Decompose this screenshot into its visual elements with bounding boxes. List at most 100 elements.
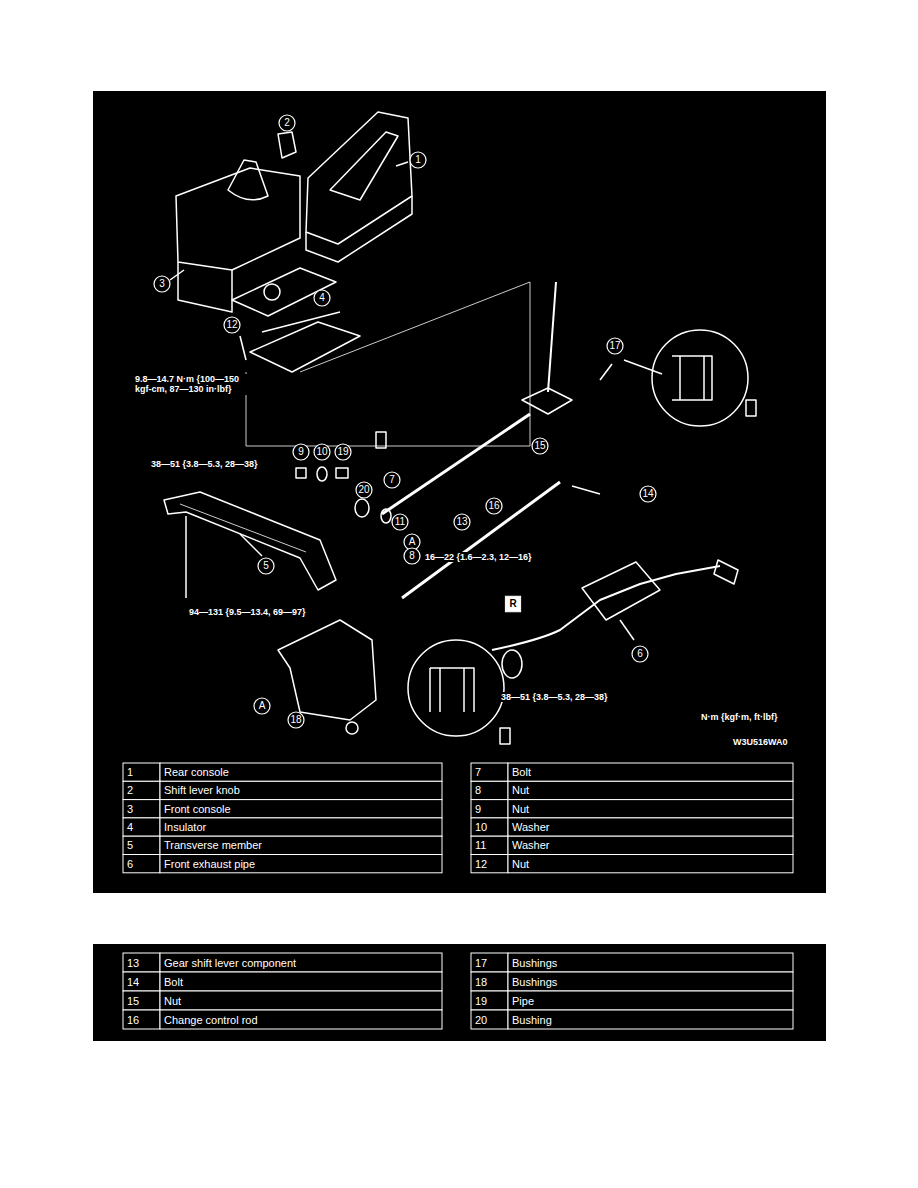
callout-circle: [314, 444, 330, 460]
leader-line: [240, 534, 262, 556]
table-cell: [471, 1010, 508, 1029]
part-name: Bushing: [512, 1013, 552, 1026]
part-name: Change control rod: [164, 1013, 258, 1026]
front-console: [176, 168, 300, 270]
callout-number: 18: [290, 714, 301, 726]
nut: [296, 468, 306, 478]
insulator: [232, 268, 336, 316]
callout-number: 7: [389, 474, 395, 486]
callout-number: 8: [409, 550, 415, 562]
shift-boot: [228, 160, 268, 200]
table-cell: [471, 800, 508, 818]
leader-line: [620, 620, 634, 640]
callout-circle: [384, 472, 400, 488]
table-cell: [508, 953, 793, 972]
callout-circle: [293, 444, 309, 460]
part-name: Front console: [164, 802, 231, 815]
part-number: 17: [475, 956, 487, 969]
part-number: 3: [127, 802, 133, 815]
callout-circle: [224, 317, 240, 333]
part-number: 9: [475, 802, 481, 815]
detail-inset: [652, 330, 748, 426]
callout-number: 3: [159, 278, 165, 290]
table-cell: [123, 1010, 160, 1029]
bushing-section: [672, 356, 712, 400]
part-name: Gear shift lever component: [164, 956, 296, 969]
grease-can: [746, 400, 756, 416]
bolt: [572, 486, 600, 494]
part-name: Insulator: [164, 821, 206, 834]
detail-inset: [408, 640, 504, 736]
table-cell: [471, 818, 508, 836]
callout-number: 14: [642, 488, 653, 500]
grease-can: [500, 728, 510, 744]
pipe: [336, 468, 348, 478]
part-name: Pipe: [512, 994, 534, 1007]
part-number: 2: [127, 784, 133, 797]
table-cell: [123, 972, 160, 991]
table-cell: [471, 953, 508, 972]
part-name: Transverse member: [164, 839, 262, 852]
reference-mark: A: [259, 700, 266, 712]
part-name: Nut: [512, 784, 529, 797]
panel: [93, 944, 826, 1041]
table-cell: [160, 855, 442, 873]
leader-line: [624, 360, 662, 374]
callout-number: 19: [337, 446, 348, 458]
callout-circle: [607, 338, 623, 354]
transverse-member: [164, 492, 336, 590]
table-cell: [160, 800, 442, 818]
table-cell: [508, 991, 793, 1010]
callout-circle: [335, 444, 351, 460]
torque-spec: 38—51 {3.8—5.3, 28—38}: [150, 459, 259, 469]
leader-line: [396, 162, 408, 166]
part-number: 12: [475, 857, 487, 870]
console-slot: [330, 132, 398, 200]
part-number: 13: [127, 956, 139, 969]
leader-line: [240, 336, 246, 360]
part-number: 6: [127, 857, 133, 870]
washer: [381, 509, 391, 523]
table-cell: [160, 763, 442, 781]
table-cell: [123, 953, 160, 972]
callout-circle: [288, 712, 304, 728]
callout-number: 6: [637, 648, 643, 660]
callout-number: 15: [534, 440, 545, 452]
bushing: [346, 722, 358, 734]
torque-spec: 9.8—14.7 N·m {100—150 kgf-cm, 87—130 in·…: [134, 374, 254, 395]
table-cell: [508, 972, 793, 991]
part-name: Nut: [512, 802, 529, 815]
part-number: 11: [475, 839, 486, 852]
callout-circle: [632, 646, 648, 662]
callout-circle: [154, 276, 170, 292]
callout-number: 17: [609, 340, 620, 352]
callout-circle: [258, 558, 274, 574]
part-number: 20: [475, 1013, 487, 1026]
callout-circle: [279, 115, 295, 131]
panel: [93, 91, 826, 893]
reference-box: [505, 596, 520, 612]
part-number: 8: [475, 784, 481, 797]
reference-mark: A: [409, 536, 416, 548]
shift-lever: [548, 282, 556, 392]
member-rib: [180, 504, 306, 552]
extension-bar: [382, 414, 530, 514]
catalytic-converter: [582, 562, 660, 620]
floor-plate: [250, 322, 360, 372]
callout-number: 16: [488, 500, 499, 512]
table-cell: [471, 781, 508, 799]
table-cell: [160, 818, 442, 836]
part-name: Bushings: [512, 975, 557, 988]
callout-circle: [532, 438, 548, 454]
part-name: Washer: [512, 839, 550, 852]
part-name: Bushings: [512, 956, 557, 969]
parts-drawing: [164, 112, 756, 744]
part-name: Nut: [512, 857, 529, 870]
part-number: 15: [127, 994, 139, 1007]
callout-circle: [454, 514, 470, 530]
callout-number: 2: [284, 117, 290, 129]
table-cell: [160, 953, 442, 972]
table-cell: [471, 972, 508, 991]
table-cell: [471, 855, 508, 873]
